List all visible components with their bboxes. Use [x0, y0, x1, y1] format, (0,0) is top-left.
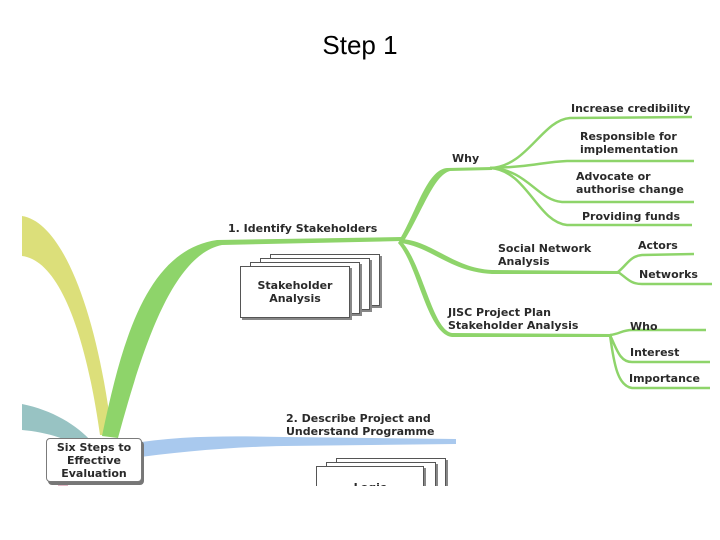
jisc-stakeholder-analysis-label: JISC Project Plan Stakeholder Analysis	[448, 306, 579, 332]
why-item-increase-credibility: Increase credibility	[571, 102, 691, 115]
social-network-analysis-label: Social Network Analysis	[498, 242, 592, 268]
jisc-item-who: Who	[630, 320, 658, 333]
logic-document: Logic	[316, 458, 456, 486]
logic-label: Logic	[316, 466, 424, 486]
yellow-branch	[22, 216, 112, 435]
slide-title: Step 1	[322, 30, 398, 60]
blue-branch	[118, 436, 456, 460]
jisc-item-importance: Importance	[629, 372, 700, 385]
mind-map-branches	[22, 115, 712, 486]
why-label: Why	[452, 152, 480, 165]
why-item-responsible-for-implementation: Responsible for implementation	[580, 130, 679, 156]
sna-item-actors: Actors	[638, 239, 678, 252]
stakeholder-analysis-label: Stakeholder Analysis	[240, 266, 350, 318]
jisc-item-interest: Interest	[630, 346, 680, 359]
branch-describe-project: 2. Describe Project and Understand Progr…	[286, 412, 435, 438]
sna-item-networks: Networks	[639, 268, 698, 281]
why-item-providing-funds: Providing funds	[582, 210, 681, 223]
stakeholder-analysis-document: Stakeholder Analysis	[240, 254, 380, 324]
branch-identify-stakeholders: 1. Identify Stakeholders	[228, 222, 378, 235]
central-node: Six Steps to Effective Evaluation	[46, 438, 142, 482]
mind-map: 1. Identify Stakeholders Stakeholder Ana…	[22, 90, 720, 486]
why-item-advocate-or-authorise-change: Advocate or authorise change	[576, 170, 684, 196]
